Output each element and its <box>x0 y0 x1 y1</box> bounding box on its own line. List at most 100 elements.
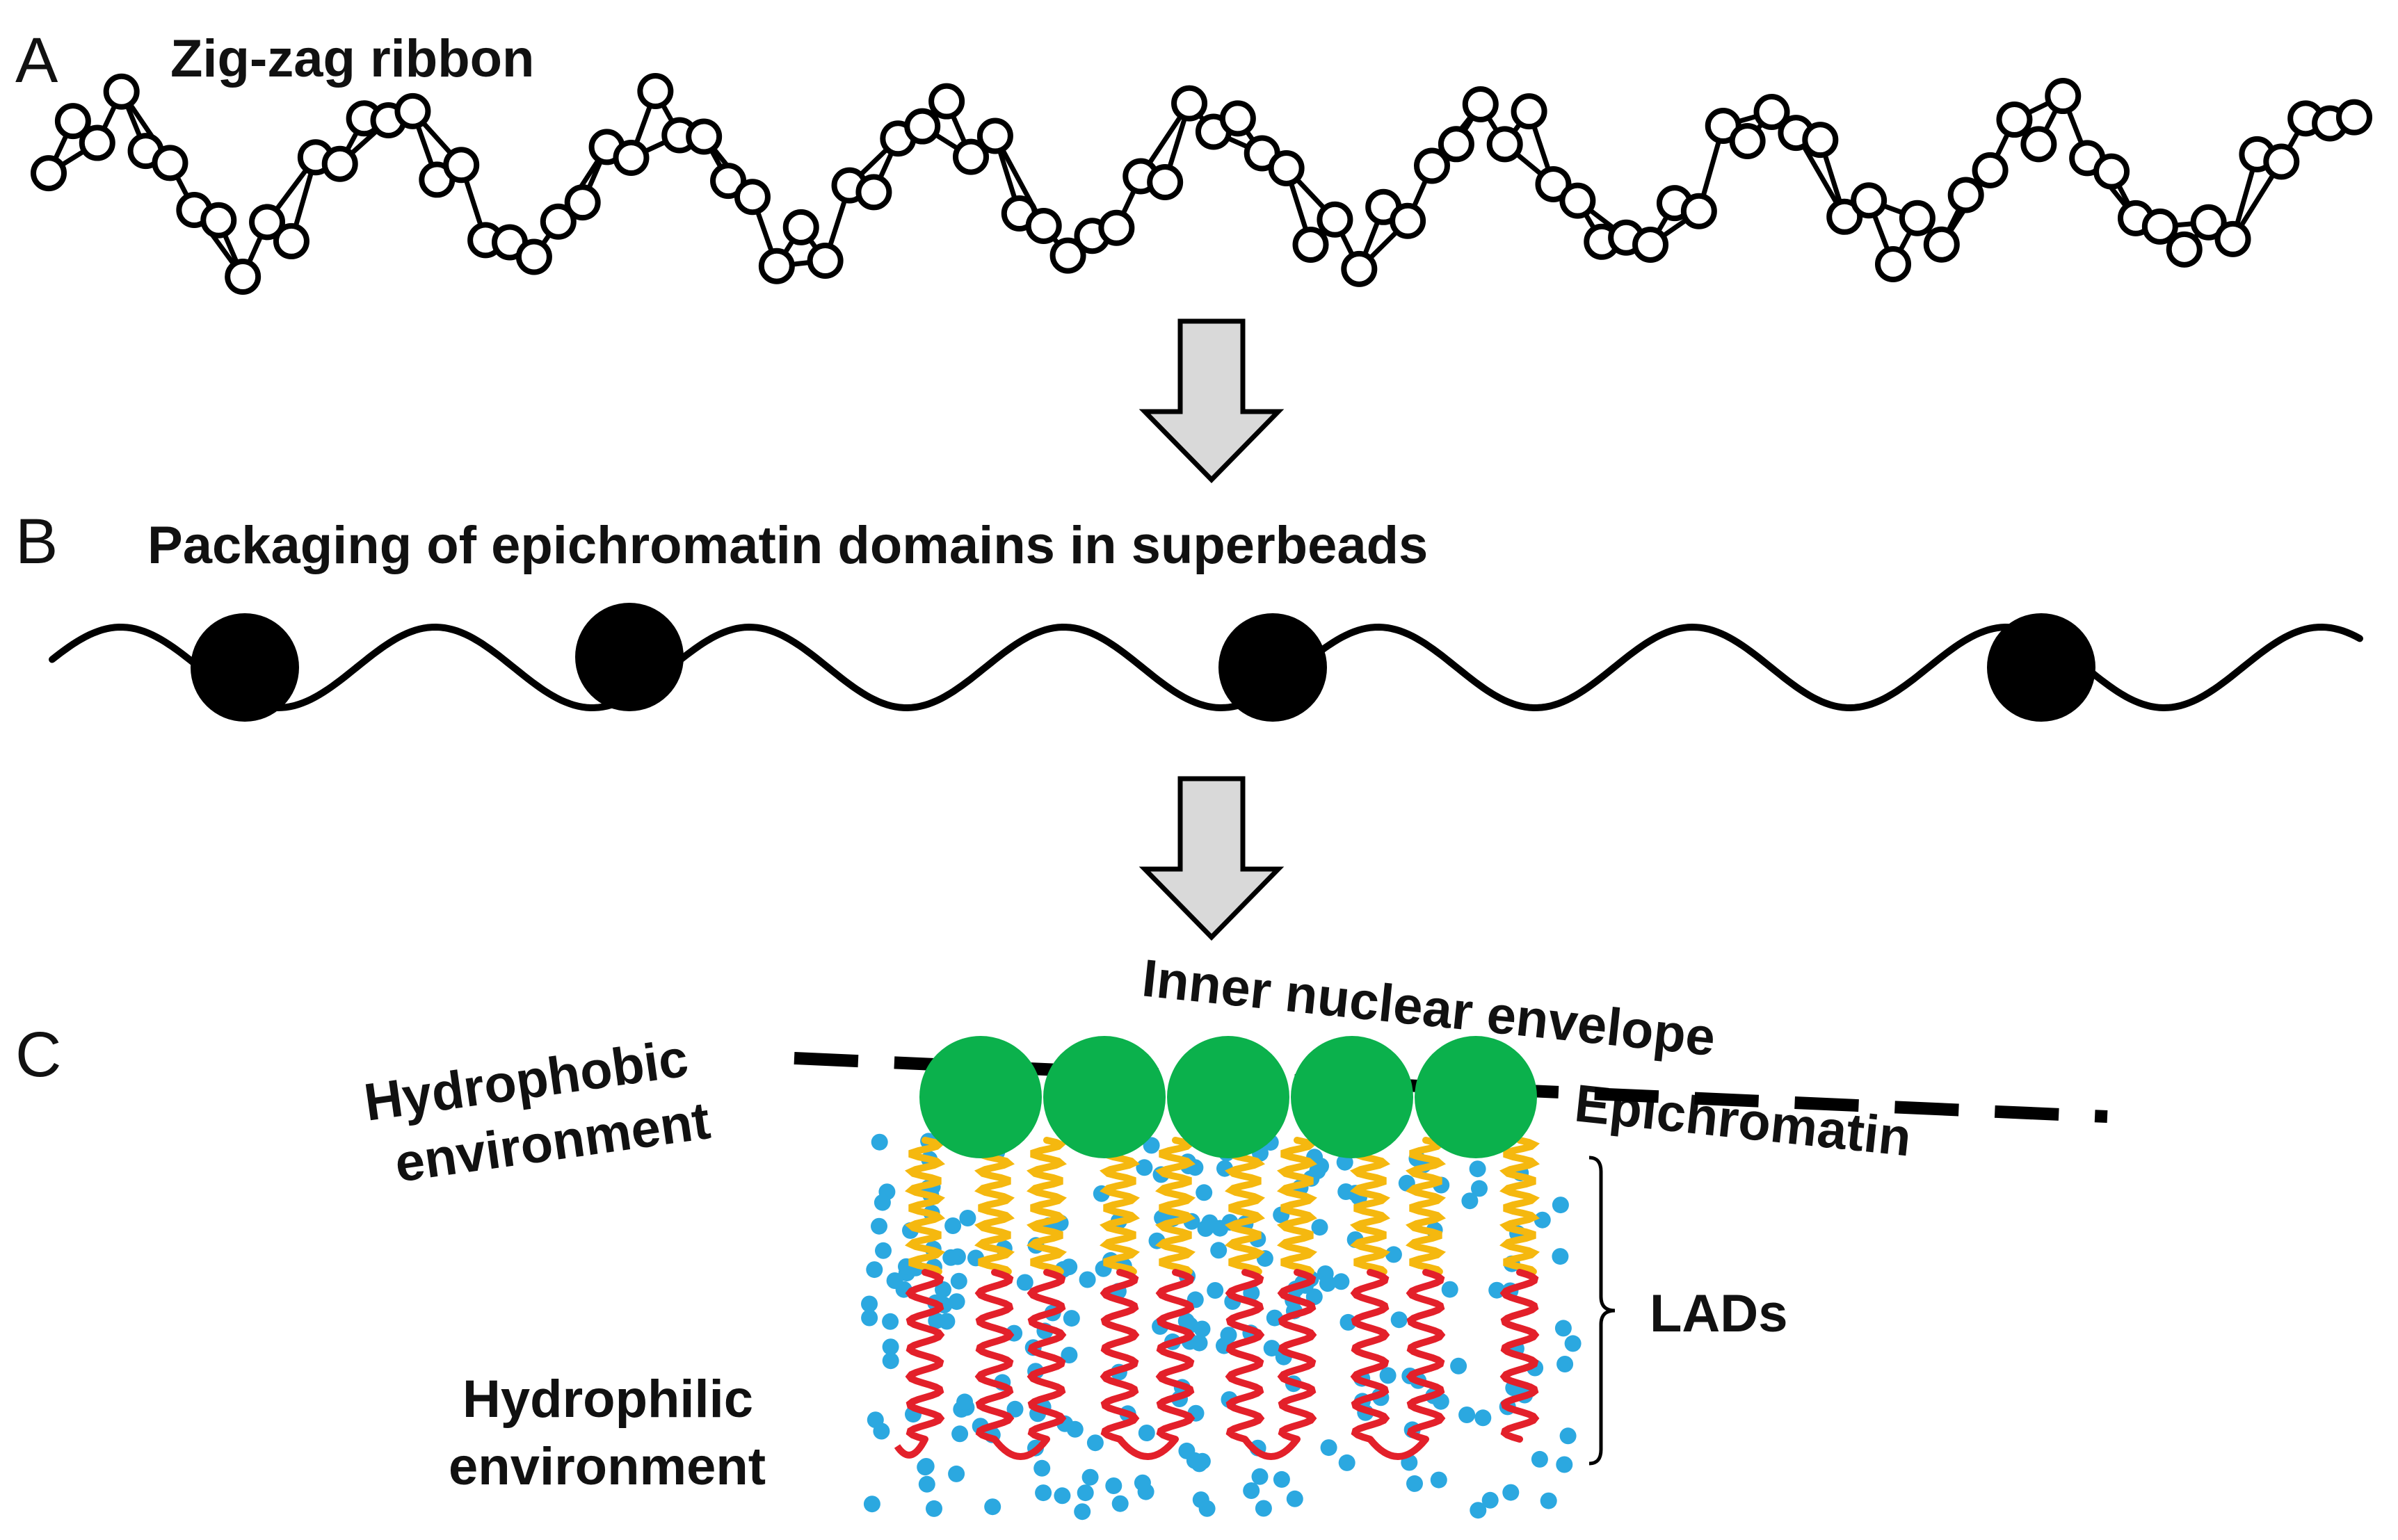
nucleosome <box>1802 122 1839 159</box>
nucleosome <box>855 174 892 211</box>
epichromatin-bead <box>1415 1036 1537 1158</box>
water-dot <box>948 1293 965 1311</box>
water-dot <box>928 1312 945 1329</box>
water-dot <box>1061 1347 1078 1363</box>
nucleosome <box>1390 202 1426 239</box>
water-dot <box>1263 1340 1280 1357</box>
nucleosome <box>1317 201 1353 238</box>
nucleosome <box>103 73 140 110</box>
nucleosome <box>928 83 965 120</box>
nucleosome <box>2263 143 2300 180</box>
nucleosome <box>904 108 941 145</box>
lad-coil <box>1100 1137 1140 1275</box>
water-dot <box>1212 1219 1229 1237</box>
epichromatin-label: Epichromatin <box>1572 1073 1914 1167</box>
lad-coil <box>1225 1269 1265 1443</box>
water-dot <box>871 1133 888 1151</box>
water-dot <box>1136 1159 1153 1176</box>
panel-b: B Packaging of epichromatin domains in s… <box>15 506 2363 722</box>
nucleosome <box>953 138 989 175</box>
water-dot <box>1220 1327 1237 1344</box>
water-dot <box>1198 1500 1216 1517</box>
water-dot <box>1033 1459 1051 1477</box>
nucleosome <box>637 73 674 110</box>
nucleosome <box>1462 86 1499 123</box>
nucleosome <box>200 202 237 238</box>
nucleosome <box>321 145 358 182</box>
nucleosome <box>79 124 115 161</box>
nucleosome <box>515 238 552 275</box>
water-dot <box>1338 1454 1355 1471</box>
water-dot <box>886 1272 903 1289</box>
nucleosome <box>1025 207 1062 244</box>
nucleosome <box>1535 165 1572 202</box>
water-dot <box>1531 1450 1548 1468</box>
water-dot <box>1441 1281 1458 1298</box>
water-dot <box>917 1459 934 1476</box>
water-dot <box>1470 1502 1487 1519</box>
water-dot <box>926 1500 942 1517</box>
lad-loop <box>1367 1436 1429 1460</box>
nucleosome <box>1486 126 1523 163</box>
nucleosome <box>1268 149 1305 186</box>
water-dot <box>1385 1246 1402 1263</box>
water-dot <box>1273 1470 1290 1488</box>
water-dots <box>861 1125 1582 1521</box>
epichromatin-beads <box>919 1036 1537 1158</box>
panel-b-title: Packaging of epichromatin domains in sup… <box>147 516 1428 575</box>
water-dot <box>1564 1335 1582 1352</box>
nucleosome <box>1851 182 1888 219</box>
water-dot <box>1540 1492 1557 1509</box>
nucleosome <box>1147 164 1184 201</box>
nucleosome <box>1219 100 1256 137</box>
nucleosome <box>2141 208 2178 245</box>
water-dot <box>1286 1490 1303 1507</box>
water-dot <box>1243 1482 1260 1499</box>
nucleosome <box>2093 153 2130 190</box>
nucleosome <box>1171 85 1208 122</box>
lad-coil <box>1277 1137 1317 1275</box>
nucleosome <box>758 248 795 284</box>
water-dot <box>1081 1468 1099 1486</box>
water-dot <box>1207 1282 1224 1299</box>
lad-coil <box>1155 1137 1196 1275</box>
lad-coil <box>1499 1269 1540 1443</box>
water-dot <box>1255 1500 1272 1517</box>
panel-letter-a: A <box>15 25 58 96</box>
water-dot <box>1458 1407 1476 1423</box>
nucleosome <box>686 118 723 155</box>
nucleosome <box>1098 209 1135 246</box>
water-dot <box>1077 1484 1094 1502</box>
water-dot <box>1556 1456 1573 1473</box>
water-dot <box>1319 1275 1336 1292</box>
water-dot <box>1266 1309 1283 1327</box>
lads-bracket <box>1588 1156 1616 1466</box>
lad-coil <box>905 1137 945 1275</box>
superbead <box>575 603 684 711</box>
lad-coil <box>1100 1269 1140 1443</box>
water-dot <box>1134 1474 1151 1491</box>
water-dot <box>942 1249 960 1266</box>
superbead <box>191 613 299 722</box>
water-dot <box>1079 1271 1096 1288</box>
nucleosome <box>394 92 431 129</box>
water-dot <box>984 1498 1001 1516</box>
water-dot <box>1311 1219 1328 1236</box>
nucleosome <box>54 103 91 140</box>
nucleosome <box>1972 152 2009 188</box>
water-dot <box>1502 1484 1520 1501</box>
epichromatin-bead <box>1167 1036 1289 1158</box>
water-dot <box>956 1393 974 1411</box>
nucleosome <box>1559 182 1596 219</box>
water-dot <box>1111 1495 1129 1512</box>
water-dot <box>1035 1484 1052 1502</box>
lad-coil <box>905 1269 945 1443</box>
water-dot <box>1320 1439 1337 1457</box>
panel-letter-c: C <box>15 1019 61 1090</box>
nucleosome <box>2190 204 2227 241</box>
water-dot <box>1430 1471 1447 1489</box>
lad-coil <box>1027 1269 1067 1443</box>
water-dot <box>950 1272 967 1290</box>
water-dot <box>1006 1400 1024 1418</box>
water-dot <box>959 1210 976 1226</box>
